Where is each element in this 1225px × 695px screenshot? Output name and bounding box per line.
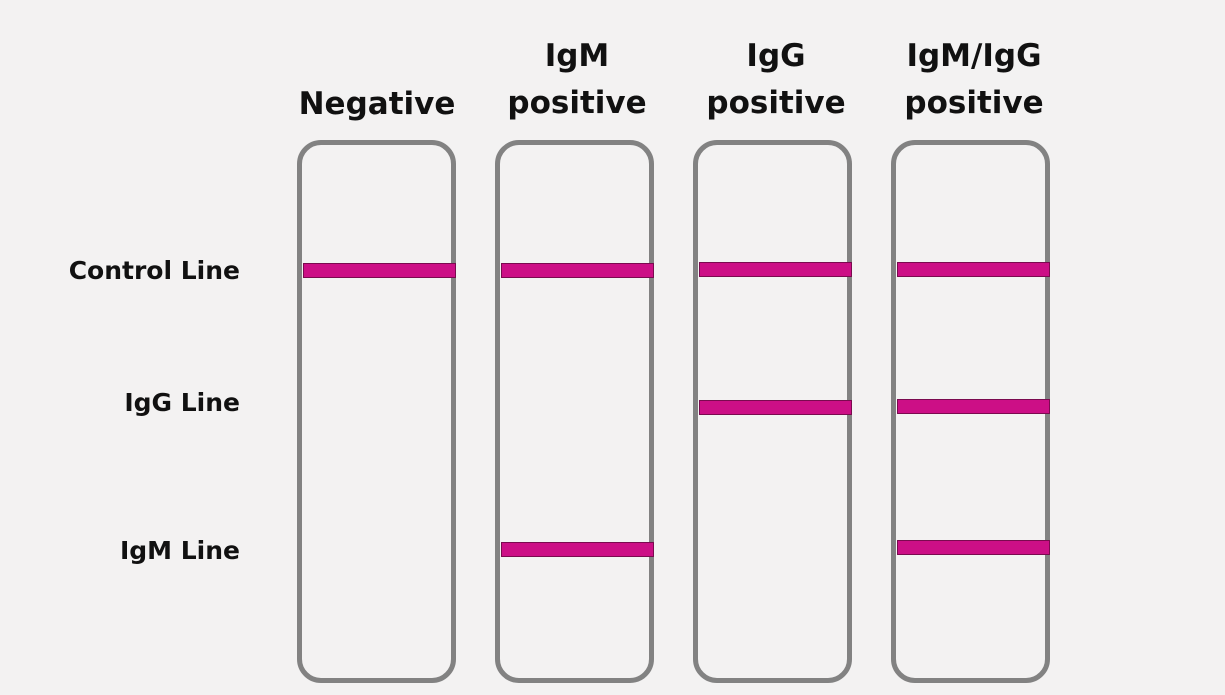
test-strip-igm-positive <box>495 140 654 683</box>
row-label-igg-line: IgG Line <box>124 388 240 417</box>
band-igm-igg-positive-igg <box>897 399 1050 414</box>
test-strip-negative <box>297 140 456 683</box>
band-igm-igg-positive-control <box>897 262 1050 277</box>
band-igm-positive-control <box>501 263 654 278</box>
column-title-igg-positive: IgG positive <box>706 38 846 121</box>
row-label-control-line: Control Line <box>68 256 240 285</box>
band-igg-positive-igg <box>699 400 852 415</box>
row-label-igm-line: IgM Line <box>119 536 240 565</box>
band-igm-igg-positive-igm <box>897 540 1050 555</box>
column-title-igm-igg-positive: IgM/IgG positive <box>904 38 1044 121</box>
column-title-negative: Negative <box>298 86 456 122</box>
band-negative-control <box>303 263 456 278</box>
column-title-igm-positive: IgM positive <box>507 38 647 121</box>
band-igm-positive-igm <box>501 542 654 557</box>
band-igg-positive-control <box>699 262 852 277</box>
